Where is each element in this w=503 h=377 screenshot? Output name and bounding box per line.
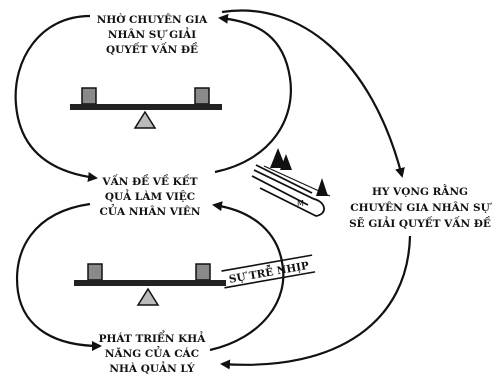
upper-balance-icon [70, 87, 222, 129]
lower-loop-left-arrow [15, 202, 102, 351]
node-bottom-line2: NĂNG CỦA CÁC [105, 345, 199, 360]
node-right-line3: SẼ GIẢI QUYẾT VẤN ĐỀ [349, 215, 491, 230]
node-right: HY VỌNG RẰNG CHUYÊN GIA NHÂN SỰ SẼ GIẢI … [349, 183, 493, 230]
node-bottom: PHÁT TRIỂN KHẢ NĂNG CỦA CÁC NHÀ QUẢN LÝ [99, 329, 207, 375]
lower-balance-icon [74, 263, 226, 306]
node-middle-line1: VẤN ĐỀ VỀ KẾT [101, 173, 197, 188]
node-top-line1: NHỜ CHUYÊN GIA [97, 12, 208, 26]
node-right-line2: CHUYÊN GIA NHÂN SỰ [350, 200, 492, 214]
node-bottom-line3: NHÀ QUẢN LÝ [109, 360, 195, 375]
node-bottom-line1: PHÁT TRIỂN KHẢ [99, 329, 207, 345]
outer-arrow-top-to-right [221, 9, 405, 178]
node-top-line2: NHÂN SỰ GIẢI [108, 26, 196, 41]
lower-loop-right-arrow [209, 201, 285, 352]
node-right-line1: HY VỌNG RẰNG [372, 183, 468, 198]
node-top-line3: QUYẾT VẤN ĐỀ [106, 41, 198, 56]
svg-text:M: M [297, 199, 304, 208]
upper-loop-left-arrow [14, 14, 98, 182]
outer-arrow-right-to-bottom [220, 235, 412, 370]
delay-label: SỰ TRỄ NHỊP [227, 256, 310, 286]
node-middle-line2: QUẢ LÀM VIỆC [105, 188, 195, 203]
node-middle: VẤN ĐỀ VỀ KẾT QUẢ LÀM VIỆC CỦA NHÂN VIÊN [100, 173, 201, 218]
node-middle-line3: CỦA NHÂN VIÊN [100, 203, 201, 218]
upper-loop-right-arrow [214, 13, 292, 174]
node-top: NHỜ CHUYÊN GIA NHÂN SỰ GIẢI QUYẾT VẤN ĐỀ [97, 12, 208, 56]
delay-marker: SỰ TRỄ NHỊP [221, 254, 316, 289]
slide-icon: M [251, 148, 331, 217]
